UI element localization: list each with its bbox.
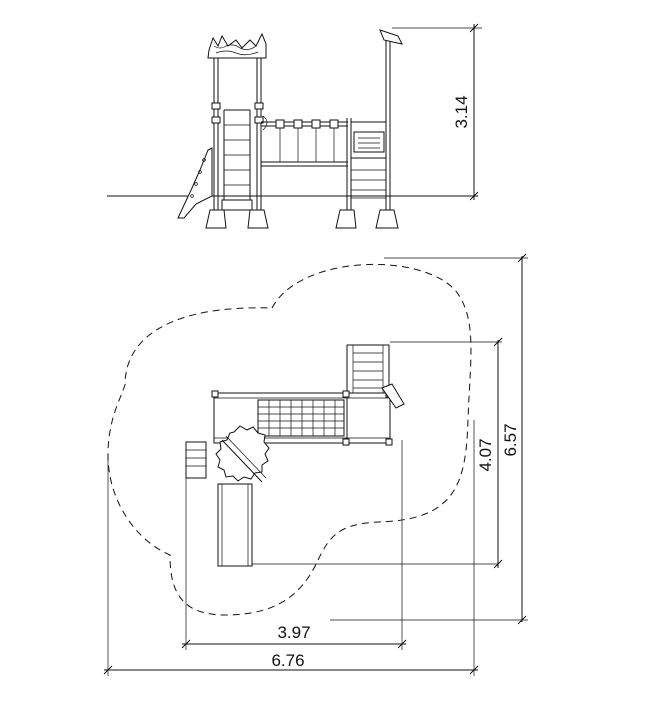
plan-ladder (346, 344, 390, 394)
elevation-height-label: 3.14 (452, 95, 471, 128)
plan-small-slide (381, 383, 405, 409)
width-safety-label: 6.76 (271, 651, 304, 670)
elevation-view: 3.14 (107, 23, 482, 229)
activity-panel (353, 131, 385, 153)
rope-bridge (261, 115, 348, 167)
plan-view: 4.07 6.57 3.97 6.76 (103, 253, 528, 676)
depth-structure-dimension: 4.07 (476, 337, 503, 569)
depth-safety-label: 6.57 (501, 423, 520, 456)
width-safety-dimension: 6.76 (103, 651, 479, 675)
width-structure-label: 3.97 (277, 623, 310, 642)
tower-posts (211, 50, 264, 212)
tower-ladder (221, 109, 253, 211)
plan-slide (217, 483, 498, 567)
extension-lines (107, 257, 528, 676)
tower-roof (207, 32, 267, 59)
safety-zone-outline (107, 263, 472, 616)
climbing-wall (177, 147, 213, 219)
depth-structure-label: 4.07 (476, 438, 495, 471)
depth-safety-dimension: 6.57 (501, 253, 527, 625)
height-dimension: 3.14 (392, 23, 482, 201)
width-structure-dimension: 3.97 (181, 623, 407, 649)
footings (205, 209, 399, 229)
plan-canopy (215, 425, 270, 483)
plan-net (257, 399, 345, 437)
right-tower (346, 29, 403, 212)
plan-climber (185, 441, 207, 479)
